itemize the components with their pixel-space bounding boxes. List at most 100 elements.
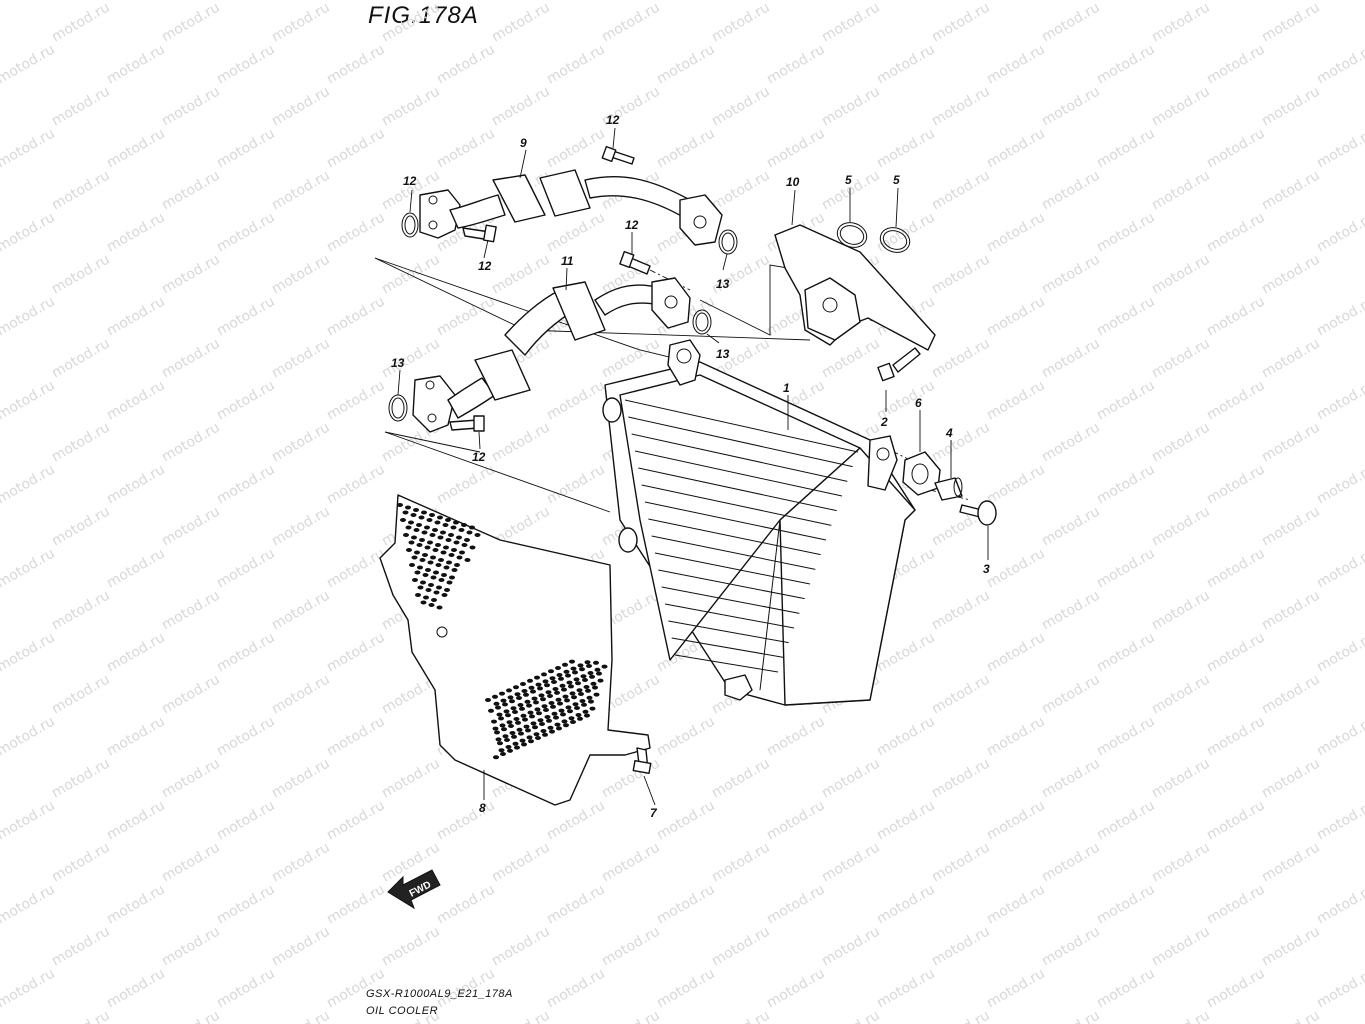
- mesh-hole: [433, 570, 439, 575]
- callout-12: 12: [625, 218, 639, 232]
- mesh-hole: [526, 735, 533, 740]
- cooler-fin: [624, 399, 859, 453]
- mesh-hole: [553, 715, 559, 720]
- bolt-3[interactable]: [959, 500, 997, 526]
- callout-labels: 12 9 12 12 12 13 11 13 13 12 10 5 5 1 2 …: [391, 113, 990, 820]
- watermark-text: motod.ru: [324, 41, 388, 87]
- mesh-hole: [416, 543, 423, 547]
- watermark-text: motod.ru: [1259, 419, 1323, 465]
- o-ring-13-c[interactable]: [692, 309, 712, 335]
- cooler-guard-8[interactable]: [379, 494, 651, 806]
- o-ring-5-a[interactable]: [834, 219, 870, 252]
- watermark-text: motod.ru: [269, 587, 333, 633]
- mesh-hole: [577, 716, 583, 721]
- watermark-text: motod.ru: [1259, 755, 1323, 801]
- mesh-hole: [535, 736, 541, 740]
- watermark-text: motod.ru: [0, 209, 58, 255]
- watermark-text: motod.ru: [0, 587, 3, 633]
- mesh-hole: [464, 538, 470, 542]
- watermark-text: motod.ru: [1314, 545, 1365, 591]
- mesh-hole: [446, 560, 452, 565]
- bolt-12-a[interactable]: [601, 145, 635, 165]
- mesh-hole: [542, 679, 549, 684]
- watermark-text: motod.ru: [1259, 923, 1323, 969]
- watermark-text: motod.ru: [269, 839, 333, 885]
- mesh-hole: [430, 575, 437, 580]
- mesh-hole: [499, 691, 505, 696]
- mesh-hole: [521, 742, 527, 747]
- mesh-hole: [491, 719, 497, 724]
- o-ring-13-b[interactable]: [718, 229, 738, 255]
- bracket-10[interactable]: [774, 224, 936, 351]
- watermark-text: motod.ru: [1204, 797, 1268, 843]
- watermark-text: motod.ru: [214, 125, 278, 171]
- mesh-hole: [564, 698, 570, 703]
- callout-9: 9: [520, 136, 527, 150]
- o-ring-5-b[interactable]: [877, 224, 913, 257]
- oil-hose-lower[interactable]: [412, 277, 691, 433]
- mesh-hole: [506, 720, 513, 725]
- watermark-text: motod.ru: [1204, 209, 1268, 255]
- oil-cooler-1[interactable]: [602, 339, 916, 706]
- watermark-text: motod.ru: [269, 0, 333, 45]
- mesh-hole: [425, 568, 431, 572]
- watermark-text: motod.ru: [324, 881, 388, 927]
- o-ring-13-a[interactable]: [401, 212, 419, 238]
- watermark-text: motod.ru: [159, 671, 223, 717]
- watermark-text: motod.ru: [324, 797, 388, 843]
- watermark-text: motod.ru: [49, 335, 113, 381]
- watermark-text: motod.ru: [764, 713, 828, 759]
- mesh-hole: [505, 713, 511, 718]
- watermark-text: motod.ru: [489, 251, 553, 297]
- mesh-hole: [551, 711, 558, 716]
- mesh-hole: [456, 555, 463, 560]
- mesh-hole: [510, 706, 517, 711]
- bolt-12-d[interactable]: [449, 415, 485, 432]
- callout-12: 12: [606, 113, 620, 127]
- watermark-text: motod.ru: [1149, 83, 1213, 129]
- watermark-text: motod.ru: [49, 671, 113, 717]
- mesh-hole: [530, 721, 537, 726]
- mesh-hole: [474, 533, 481, 537]
- mesh-hole: [569, 691, 576, 696]
- bolt-2[interactable]: [877, 347, 921, 382]
- mesh-hole: [549, 676, 556, 681]
- watermark-text: motod.ru: [379, 923, 443, 969]
- oil-hose-upper[interactable]: [419, 169, 723, 246]
- mesh-hole: [559, 683, 566, 688]
- mesh-hole: [440, 530, 446, 535]
- mesh-hole: [420, 580, 426, 585]
- callout-leaders: [397, 127, 989, 806]
- bolt-7[interactable]: [632, 747, 652, 775]
- mesh-hole: [546, 718, 552, 723]
- watermark-text: motod.ru: [709, 755, 773, 801]
- mesh-hole: [441, 573, 447, 577]
- mesh-hole: [584, 660, 591, 665]
- watermark-text: motod.ru: [709, 0, 773, 45]
- watermark-text: motod.ru: [104, 0, 168, 3]
- cooler-fin: [654, 552, 811, 585]
- o-ring-13-d[interactable]: [388, 394, 408, 422]
- mesh-hole: [519, 738, 526, 743]
- mesh-hole: [466, 530, 473, 535]
- mesh-hole: [406, 548, 412, 552]
- bolt-12-c[interactable]: [619, 250, 651, 275]
- watermark-text: motod.ru: [1204, 713, 1268, 759]
- watermark-text: motod.ru: [1149, 671, 1213, 717]
- watermark-text: motod.ru: [0, 797, 58, 843]
- mesh-hole: [533, 732, 540, 737]
- mesh-hole: [513, 685, 519, 690]
- mesh-hole: [534, 707, 541, 712]
- watermark-text: motod.ru: [1314, 293, 1365, 339]
- mesh-hole: [568, 716, 575, 721]
- watermark-text: motod.ru: [49, 83, 113, 129]
- watermark-text: motod.ru: [1149, 419, 1213, 465]
- watermark-text: motod.ru: [159, 503, 223, 549]
- watermark-text: motod.ru: [819, 755, 883, 801]
- mesh-hole: [456, 535, 462, 540]
- watermark-text: motod.ru: [104, 881, 168, 927]
- collar-4[interactable]: [934, 477, 963, 501]
- mesh-hole: [541, 672, 547, 677]
- mesh-hole: [527, 710, 534, 715]
- bolt-12-b[interactable]: [462, 224, 497, 243]
